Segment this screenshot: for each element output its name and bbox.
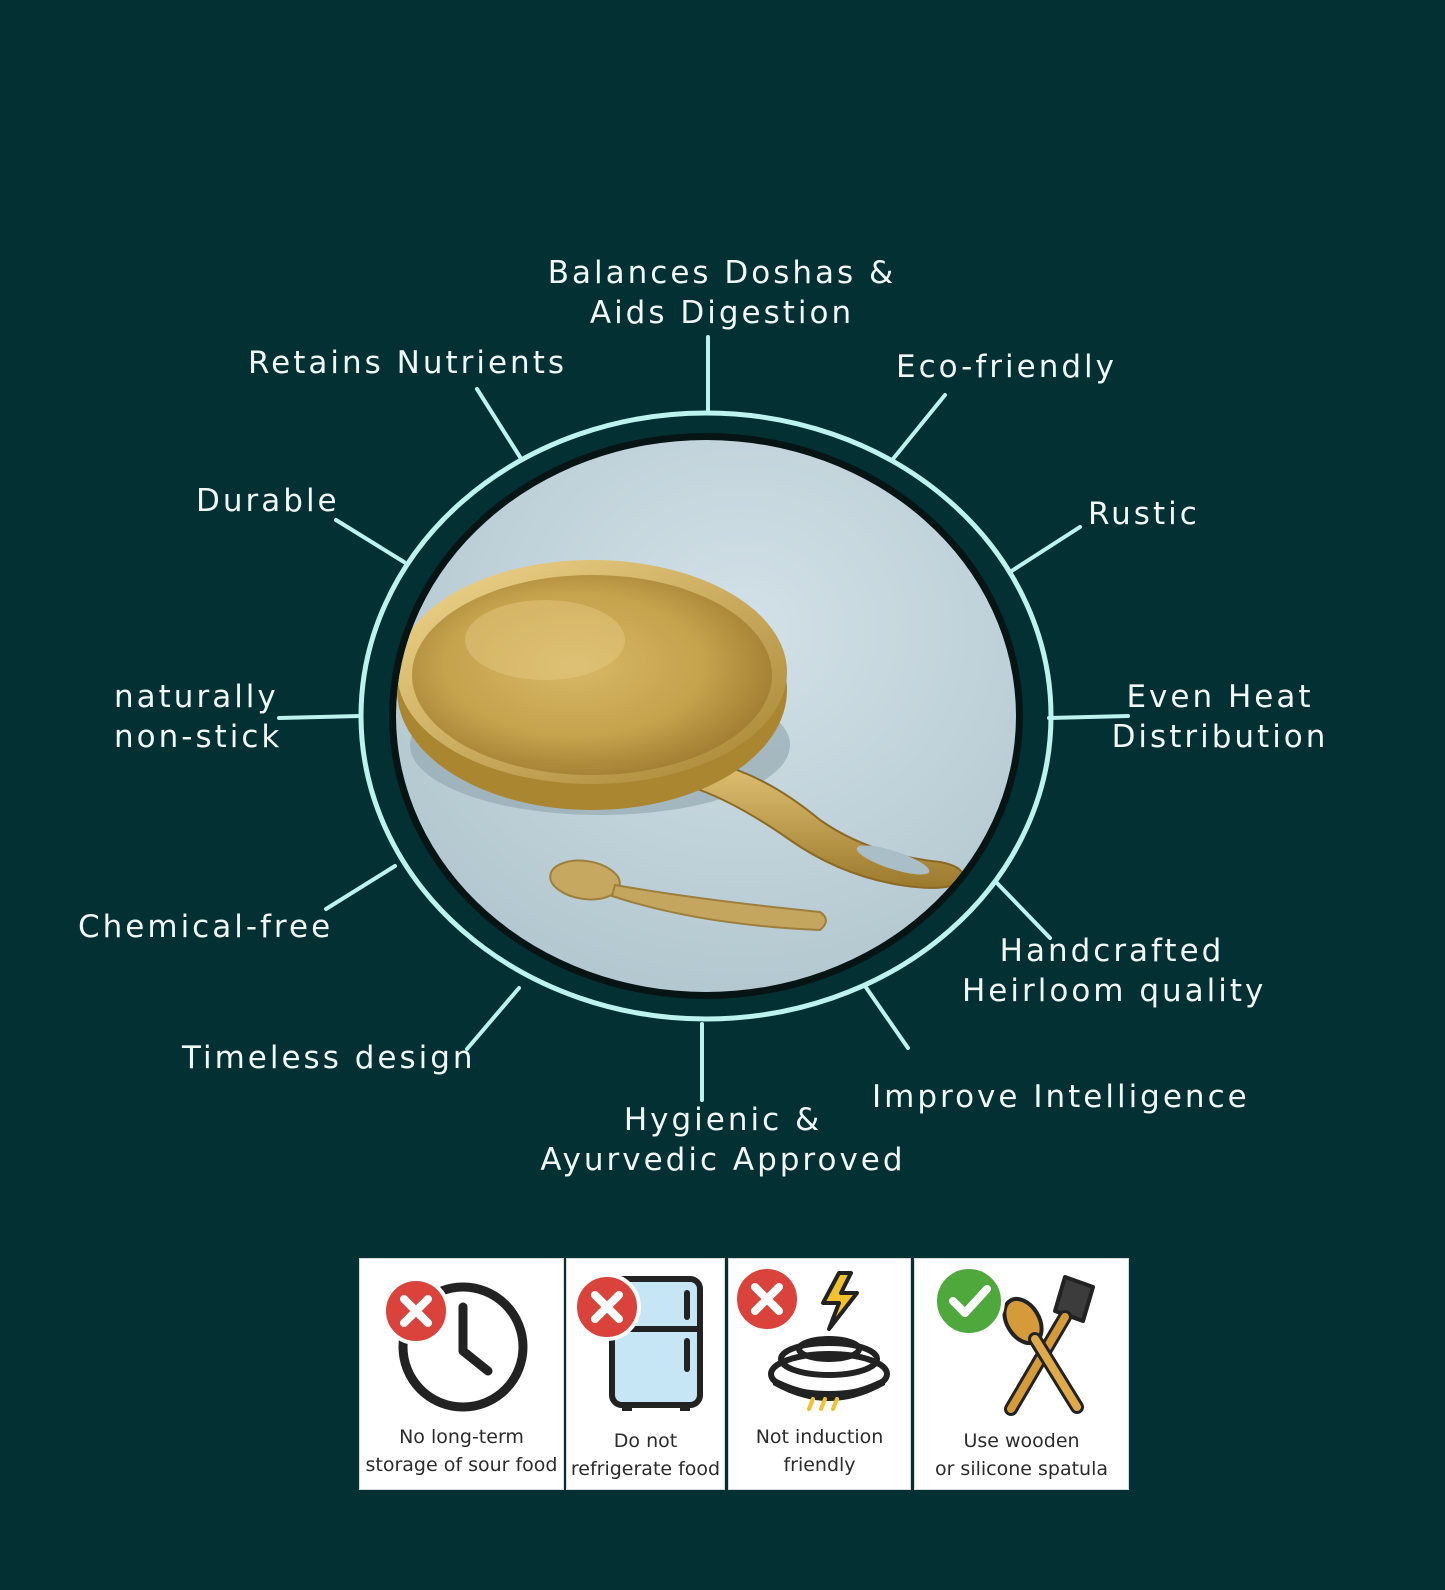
feature-timeless-design: Timeless design: [182, 1040, 476, 1076]
feature-handcrafted: Handcrafted Heirloom quality: [962, 933, 1267, 1009]
feature-improve-intelligence: Improve Intelligence: [872, 1079, 1250, 1115]
feature-eco-friendly: Eco-friendly: [896, 349, 1117, 385]
clock-icon: [398, 1282, 528, 1412]
care-card-induction: Not induction friendly: [728, 1258, 911, 1490]
no-badge-icon: [733, 1265, 801, 1333]
care-caption: Use wooden or silicone spatula: [934, 1430, 1109, 1480]
connector-even-heat: [1047, 714, 1130, 720]
connector-retains: [475, 387, 522, 459]
spatula-icon: [1002, 1275, 1095, 1416]
connector-durable: [334, 518, 406, 564]
connector-timeless: [465, 986, 521, 1051]
feature-even-heat: Even Heat Distribution: [1111, 679, 1329, 755]
care-card-sour-food: No long-term storage of sour food: [359, 1258, 564, 1490]
yes-badge-icon: [933, 1265, 1005, 1337]
care-caption: No long-term storage of sour food: [365, 1426, 558, 1476]
product-photo: [396, 440, 1016, 992]
no-badge-icon: [573, 1273, 641, 1341]
connector-eco: [891, 393, 947, 461]
care-caption: Not induction friendly: [755, 1426, 884, 1476]
care-card-refrigerate: Do not refrigerate food: [566, 1258, 725, 1490]
feature-durable: Durable: [196, 483, 340, 519]
connector-non-stick: [277, 714, 362, 720]
feature-naturally-non-stick: naturally non-stick: [114, 679, 283, 755]
feature-rustic: Rustic: [1088, 496, 1200, 532]
feature-balances-doshas: Balances Doshas & Aids Digestion: [547, 255, 897, 331]
feature-chemical-free: Chemical-free: [78, 909, 334, 945]
connector-handcrafted: [993, 879, 1052, 940]
feature-hygienic: Hygienic & Ayurvedic Approved: [540, 1102, 906, 1178]
connector-rustic: [1008, 525, 1082, 574]
no-badge-icon: [382, 1277, 450, 1345]
connector-chemical: [324, 864, 397, 911]
induction-icon: [768, 1271, 890, 1411]
connector-intelligence: [863, 984, 910, 1050]
feature-retains-nutrients: Retains Nutrients: [248, 345, 568, 381]
care-caption: Do not refrigerate food: [570, 1430, 721, 1480]
care-card-spatula: Use wooden or silicone spatula: [914, 1258, 1129, 1490]
